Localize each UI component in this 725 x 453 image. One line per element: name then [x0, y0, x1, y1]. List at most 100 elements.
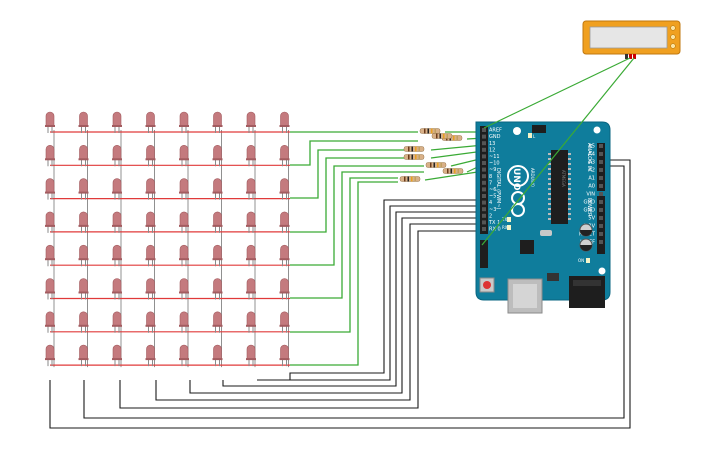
header-pin[interactable]: [482, 141, 486, 146]
led[interactable]: [78, 278, 89, 300]
led[interactable]: [279, 111, 290, 133]
led[interactable]: [246, 278, 256, 300]
led[interactable]: [45, 344, 55, 367]
led[interactable]: [246, 178, 256, 200]
led[interactable]: [179, 178, 189, 200]
led[interactable]: [246, 244, 256, 267]
led[interactable]: [78, 244, 89, 267]
led[interactable]: [145, 145, 156, 167]
header-pin[interactable]: [482, 147, 486, 152]
led[interactable]: [179, 344, 189, 367]
reset-button-cap[interactable]: [483, 281, 491, 289]
led[interactable]: [246, 211, 256, 233]
header-pin[interactable]: [482, 167, 486, 172]
resistor[interactable]: [403, 154, 425, 160]
led[interactable]: [145, 278, 156, 300]
led[interactable]: [279, 278, 290, 300]
header-pin[interactable]: [482, 220, 486, 225]
lcd-display[interactable]: [582, 20, 681, 59]
led[interactable]: [246, 344, 256, 367]
header-pin[interactable]: [482, 180, 486, 185]
led[interactable]: [179, 111, 189, 133]
header-pin[interactable]: [599, 208, 603, 212]
header-pin[interactable]: [599, 200, 603, 204]
led[interactable]: [179, 311, 189, 333]
led[interactable]: [246, 311, 256, 333]
resistor[interactable]: [442, 168, 464, 174]
led[interactable]: [112, 178, 122, 200]
led[interactable]: [78, 178, 89, 200]
lcd-pin[interactable]: [625, 54, 628, 59]
resistor[interactable]: [403, 146, 425, 152]
led[interactable]: [179, 211, 189, 233]
led[interactable]: [45, 311, 55, 333]
led[interactable]: [45, 211, 55, 233]
led[interactable]: [78, 111, 89, 133]
header-pin[interactable]: [599, 176, 603, 180]
led[interactable]: [279, 344, 290, 367]
header-pin[interactable]: [482, 213, 486, 218]
led[interactable]: [145, 178, 156, 200]
led[interactable]: [212, 145, 223, 167]
led[interactable]: [112, 111, 122, 133]
led[interactable]: [179, 145, 189, 167]
led[interactable]: [212, 344, 223, 367]
led[interactable]: [212, 311, 223, 333]
led[interactable]: [78, 145, 89, 167]
led[interactable]: [179, 278, 189, 300]
led[interactable]: [246, 111, 256, 133]
resistor[interactable]: [431, 133, 453, 139]
led[interactable]: [112, 278, 122, 300]
led[interactable]: [145, 311, 156, 333]
led[interactable]: [179, 244, 189, 267]
led[interactable]: [145, 111, 156, 133]
header-pin[interactable]: [482, 134, 486, 139]
lcd-pin[interactable]: [629, 54, 632, 59]
led[interactable]: [45, 111, 55, 133]
lcd-pin[interactable]: [633, 54, 636, 59]
led[interactable]: [112, 244, 122, 267]
led[interactable]: [145, 244, 156, 267]
led[interactable]: [78, 211, 89, 233]
header-pin[interactable]: [482, 207, 486, 212]
led[interactable]: [246, 145, 256, 167]
header-pin[interactable]: [599, 216, 603, 220]
led[interactable]: [279, 211, 290, 233]
led[interactable]: [45, 278, 55, 300]
led[interactable]: [45, 244, 55, 267]
header-pin[interactable]: [599, 224, 603, 228]
header-pin[interactable]: [482, 174, 486, 179]
header-pin[interactable]: [599, 240, 603, 244]
header-pin[interactable]: [482, 227, 486, 231]
led[interactable]: [145, 344, 156, 367]
led[interactable]: [45, 178, 55, 200]
header-pin[interactable]: [599, 184, 603, 188]
header-pin[interactable]: [482, 161, 486, 165]
resistor[interactable]: [399, 176, 421, 182]
header-pin[interactable]: [599, 144, 603, 148]
header-pin[interactable]: [482, 187, 486, 192]
header-pin[interactable]: [599, 232, 603, 236]
header-pin[interactable]: [599, 152, 603, 156]
header-pin[interactable]: [482, 154, 486, 159]
led[interactable]: [279, 145, 290, 167]
led[interactable]: [212, 111, 223, 133]
header-pin[interactable]: [599, 192, 603, 196]
led[interactable]: [279, 311, 290, 333]
led[interactable]: [112, 344, 122, 367]
header-pin[interactable]: [599, 168, 603, 172]
header-pin[interactable]: [482, 194, 486, 198]
led[interactable]: [212, 278, 223, 300]
led[interactable]: [279, 244, 290, 267]
header-pin[interactable]: [482, 200, 486, 205]
header-pin[interactable]: [599, 160, 603, 164]
led[interactable]: [112, 145, 122, 167]
led[interactable]: [45, 145, 55, 167]
resistor[interactable]: [425, 162, 447, 168]
led[interactable]: [212, 178, 223, 200]
led[interactable]: [112, 311, 122, 333]
led[interactable]: [212, 244, 223, 267]
led[interactable]: [78, 311, 89, 333]
led[interactable]: [212, 211, 223, 233]
